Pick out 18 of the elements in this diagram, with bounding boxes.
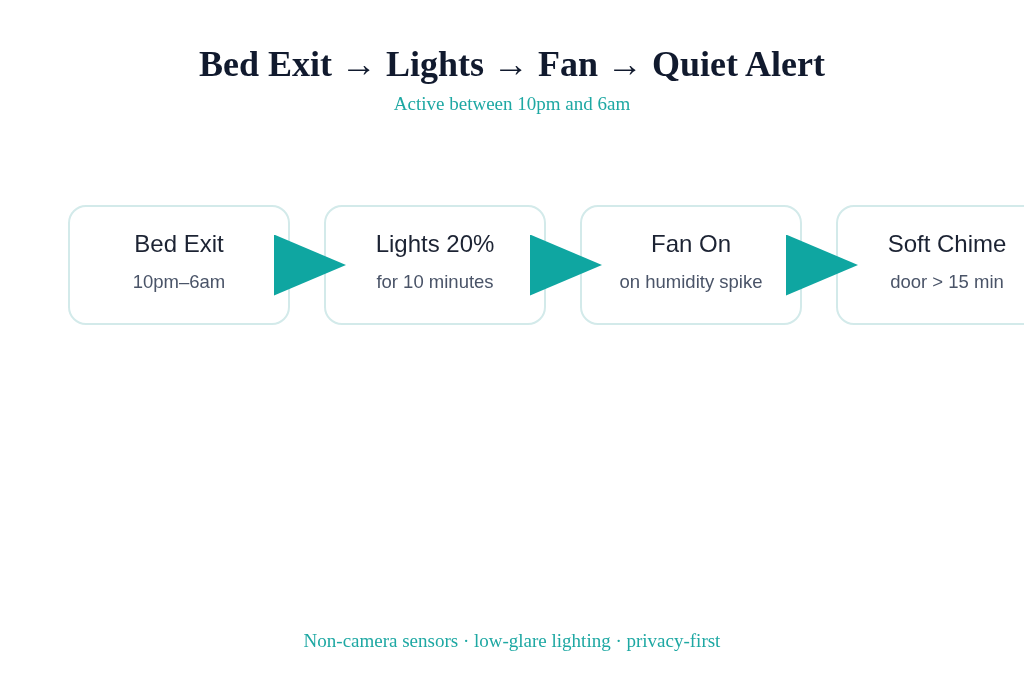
subtitle: Active between 10pm and 6am (393, 93, 631, 114)
step-box (580, 205, 802, 325)
step-box (836, 205, 1024, 325)
step-detail: door > 15 min (890, 271, 1004, 294)
arrow (274, 234, 346, 296)
step-detail: for 10 minutes (376, 271, 494, 294)
step-title: Lights 20% (375, 230, 495, 259)
step-detail: 10pm–6am (132, 271, 226, 294)
caption: Non-camera sensors · low-glare lighting · privacy-first (303, 630, 721, 651)
step-title: Soft Chime (887, 230, 1007, 259)
step-title: Fan On (650, 230, 731, 259)
step-box (68, 205, 290, 325)
arrow (530, 234, 602, 296)
diagram-title: Bed Exit → Lights → Fan → Quiet Alert (199, 44, 825, 84)
step-box (324, 205, 546, 325)
step-detail: on humidity spike (619, 271, 763, 294)
arrow (786, 234, 858, 296)
step-title: Bed Exit (134, 230, 224, 259)
